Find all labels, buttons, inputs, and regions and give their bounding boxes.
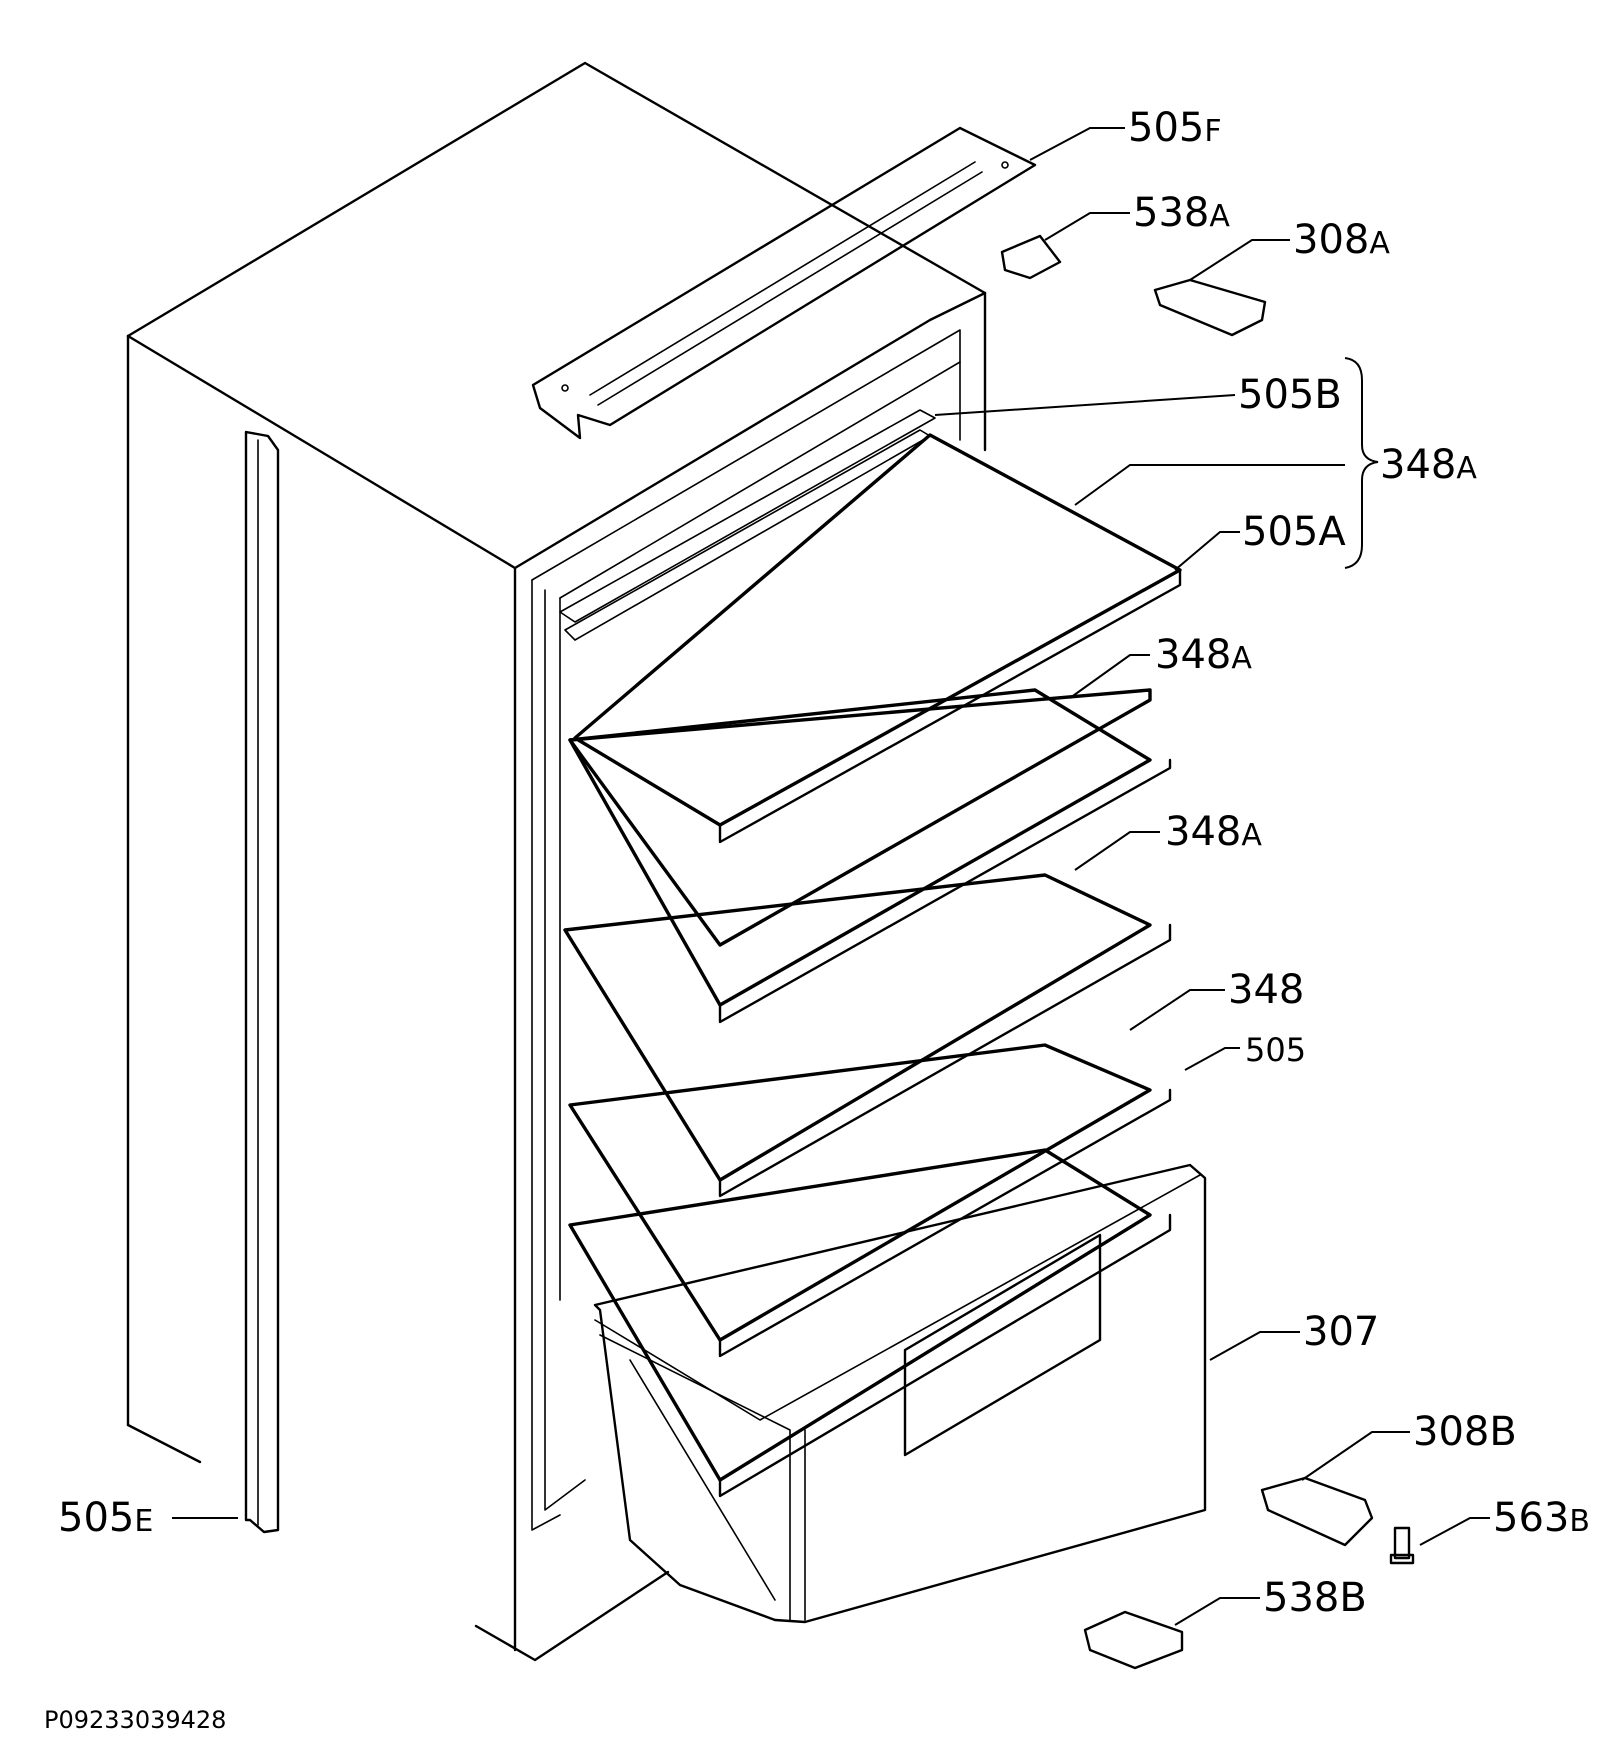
shelf-4 [568,1043,1172,1358]
label-308B: 308B [1413,1409,1517,1455]
label-307: 307 [1303,1309,1380,1355]
label-505: 505 [1245,1031,1307,1069]
label-538A: 538A [1133,190,1230,236]
label-563B: 563B [1493,1495,1590,1541]
hinge-308A [1153,278,1267,337]
cabinet-body [126,61,987,1662]
leader-lines [172,127,1490,1626]
label-505B: 505B [1238,372,1342,418]
door-seal-505E [244,430,280,1534]
shelf-top [559,409,1182,844]
label-505F: 505F [1128,105,1222,151]
label-348A-group: 348A [1380,442,1477,488]
label-505E: 505E [58,1495,154,1541]
shelf-5 [568,1148,1172,1498]
crisper-drawer-307 [593,1163,1207,1624]
shelf-3 [563,873,1172,1198]
bracket-538B [1083,1610,1184,1670]
hinge-308B [1260,1476,1374,1547]
label-348: 348 [1228,967,1305,1013]
label-505A: 505A [1242,509,1346,555]
shelf-2 [568,688,1172,1024]
drawing-code: P09233039428 [44,1706,227,1734]
top-rail-505F [531,126,1037,440]
label-538B: 538B [1263,1575,1367,1621]
label-348A-3: 348A [1165,809,1262,855]
screw-563B [1389,1526,1415,1565]
bracket-538A [1000,234,1062,280]
label-348A-2: 348A [1155,632,1252,678]
label-308A: 308A [1293,217,1390,263]
